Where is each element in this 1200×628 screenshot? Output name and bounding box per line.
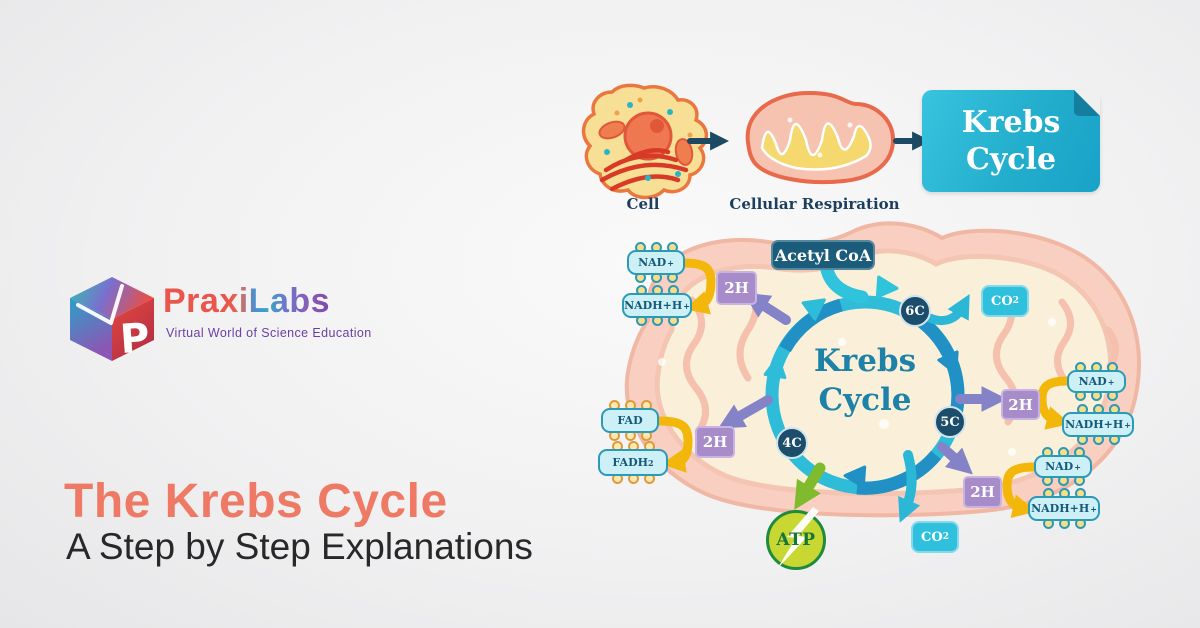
cycle-title-line2: Cycle [818, 382, 912, 418]
arrow-2h-left-bottom [717, 395, 773, 429]
brand-tagline: Virtual World of Science Education [166, 326, 372, 340]
atp-badge: ATP [766, 507, 826, 570]
cycle-title-line1: Krebs [813, 343, 917, 379]
node-6c: 6C [899, 295, 931, 327]
co2-bottom-sub: 2 [942, 532, 949, 542]
nad-pill-left: NAD+ [627, 242, 685, 283]
arrow-co2-bottom [898, 450, 921, 523]
cycle-center-title: Krebs Cycle [785, 342, 945, 420]
headline-subtitle: A Step by Step Explanations [66, 526, 533, 567]
arrow-nad-right-bottom [1002, 462, 1039, 518]
logo-letter: P [119, 315, 151, 363]
arrow-fad [655, 416, 693, 473]
node-5c: 5C [934, 406, 966, 438]
arrow-2h-right-bottom [937, 442, 973, 475]
h2-box-left-top: 2H [716, 271, 757, 305]
nad-pill-right-bottom: NAD+ [1034, 447, 1092, 486]
h-transfer-arrows [717, 292, 1008, 475]
co2-top-sub: 2 [1012, 296, 1019, 306]
atp-label: ATP [776, 530, 816, 550]
acetyl-coa-box: Acetyl CoA [771, 240, 875, 270]
co2-bottom-text: CO [921, 529, 943, 545]
headline-title: The Krebs Cycle [64, 475, 448, 528]
h2-box-left-bottom: 2H [695, 426, 735, 458]
praxilabs-logo-cube: P [70, 277, 154, 363]
cofactor-arrows [655, 258, 1072, 518]
fad-pill: FAD [601, 400, 659, 441]
brand-name: PraxiLabs [163, 282, 331, 320]
krebs-card-line2: Cycle [965, 142, 1057, 177]
arrow-atp [794, 462, 826, 510]
cell-label: Cell [626, 195, 660, 213]
nadh-pill-right-top: NADH+H+ [1062, 404, 1134, 445]
co2-top-text: CO [991, 293, 1013, 309]
ring-arrowheads [763, 275, 959, 489]
h2-box-right-top: 2H [1001, 389, 1040, 420]
cell-illustration [581, 83, 709, 200]
card-fold-flap [1074, 90, 1100, 116]
krebs-cycle-card: Krebs Cycle [922, 90, 1100, 192]
arrow-nad-right-top [1037, 376, 1072, 430]
lightning-bolt-icon [777, 507, 819, 569]
nadh-pill-right-bottom: NADH+H+ [1028, 488, 1100, 529]
arrow-2h-left-top [743, 292, 791, 325]
h2-box-right-bottom: 2H [963, 476, 1002, 508]
mitochondrion-illustration [745, 90, 896, 185]
krebs-card-line1: Krebs [961, 105, 1061, 140]
nad-pill-right-top: NAD+ [1067, 362, 1126, 401]
cellular-respiration-label: Cellular Respiration [729, 195, 900, 213]
arrow-co2-top [925, 293, 970, 326]
node-4c: 4C [776, 427, 808, 459]
nadh-pill-left: NADH+H+ [622, 285, 692, 326]
arrow-nad-left [679, 258, 716, 315]
